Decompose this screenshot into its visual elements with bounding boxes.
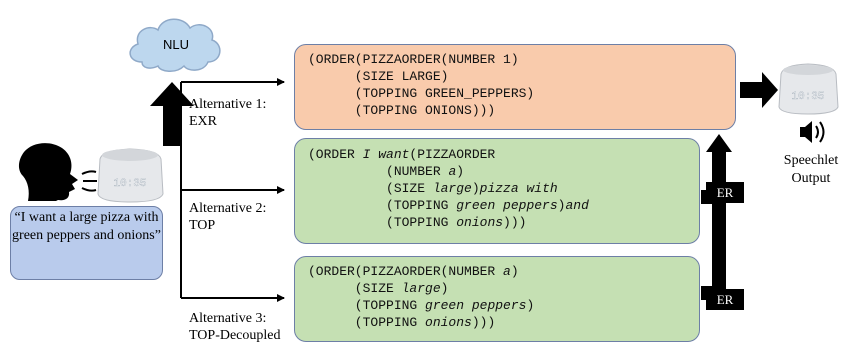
speaker-icon: [800, 121, 825, 143]
alt2-parse-code: (ORDER I want(PIZZAORDER (NUMBER a) (SIZ…: [308, 146, 589, 231]
alt1-label-line1: Alternative 1:: [189, 97, 267, 112]
speechlet-output-line1: Speechlet: [783, 153, 839, 168]
er-label-1: ER: [706, 182, 744, 203]
speechlet-output-label: Speechlet Output: [774, 152, 848, 188]
device-display-right: 10:35: [791, 91, 824, 103]
alt3-code-line: (TOPPING onions))): [308, 315, 496, 330]
alt1-label-line2: EXR: [189, 114, 217, 129]
nlu-up-arrow: [150, 82, 194, 146]
alt3-code-line: (SIZE large): [308, 281, 449, 296]
user-utterance-text: “I want a large pizza with green peppers…: [12, 210, 161, 243]
alt1-code-line: (SIZE LARGE): [308, 69, 449, 84]
user-utterance-box: “I want a large pizza with green peppers…: [10, 206, 163, 280]
alt2-label: Alternative 2: TOP: [189, 200, 266, 234]
alt3-parse-code: (ORDER(PIZZAORDER(NUMBER a) (SIZE large)…: [308, 263, 534, 331]
alt1-parse-code: (ORDER(PIZZAORDER(NUMBER 1) (SIZE LARGE)…: [308, 51, 534, 119]
alt3-label: Alternative 3: TOP-Decoupled: [189, 310, 281, 344]
alt2-label-line2: TOP: [189, 218, 216, 233]
branch-lines: [180, 78, 285, 302]
echo-device-left-icon: 10:35: [97, 148, 164, 203]
nlu-cloud-icon: [129, 18, 221, 72]
speech-waves-icon: [81, 170, 97, 192]
alt3-parse-box: (ORDER(PIZZAORDER(NUMBER a) (SIZE large)…: [294, 256, 700, 342]
alt2-parse-box: (ORDER I want(PIZZAORDER (NUMBER a) (SIZ…: [294, 138, 700, 244]
alt3-label-line2: TOP-Decoupled: [189, 328, 281, 343]
nlu-label: NLU: [162, 37, 189, 52]
alt3-code-line: (TOPPING green peppers): [308, 298, 535, 313]
er-label-2: ER: [706, 289, 744, 310]
alt1-code-line: (TOPPING ONIONS))): [308, 103, 496, 118]
alt2-code-line: (TOPPING onions))): [308, 215, 527, 230]
alt3-label-line1: Alternative 3:: [189, 311, 267, 326]
alt2-code-line: (SIZE large)pizza with: [308, 181, 558, 196]
alt1-code-line: (ORDER(PIZZAORDER(NUMBER 1): [308, 52, 519, 67]
alt2-code-line: (TOPPING green peppers)and: [308, 198, 589, 213]
alt1-parse-box: (ORDER(PIZZAORDER(NUMBER 1) (SIZE LARGE)…: [294, 44, 736, 130]
user-head-icon: [18, 143, 78, 201]
echo-device-right-icon: 10:35: [778, 63, 839, 115]
alt3-code-line: (ORDER(PIZZAORDER(NUMBER a): [308, 264, 519, 279]
alt1-label: Alternative 1: EXR: [189, 96, 266, 130]
device-display-left: 10:35: [113, 178, 146, 190]
output-arrow: [740, 72, 778, 108]
alt1-code-line: (TOPPING GREEN_PEPPERS): [308, 86, 535, 101]
speechlet-output-line2: Output: [791, 171, 831, 186]
alt2-code-line: (NUMBER a): [308, 164, 465, 179]
alt2-label-line1: Alternative 2:: [189, 201, 267, 216]
alt2-code-line: (ORDER I want(PIZZAORDER: [308, 147, 496, 162]
er-connector: [701, 134, 732, 300]
